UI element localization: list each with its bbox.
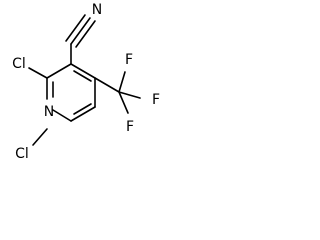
atom-label-cl-top: Cl [12, 56, 26, 72]
bond-c3-c4-inner [73, 70, 92, 82]
bond-nitrile-1 [70, 17, 91, 45]
atom-label-f-bottom: F [126, 119, 134, 135]
atom-label-ring-n: N [44, 104, 54, 120]
atom-label-nitrile-n: N [92, 2, 102, 18]
bond-c3-c4 [70, 63, 96, 79]
bond-cf3-f-top [118, 71, 126, 93]
bond-c2-cl [28, 67, 48, 79]
bond-c4-cf3 [94, 77, 120, 93]
chemical-structure: N Cl N Cl F F F [12, 2, 160, 162]
bond-nitrile-2 [65, 14, 86, 42]
bond-c6-n1 [52, 109, 72, 122]
bond-cf3-f-bottom [118, 91, 129, 114]
bond-c5-c6-inner [73, 103, 92, 115]
bond-c2-c3 [46, 63, 72, 79]
atom-label-cl-bottom: Cl [15, 146, 29, 162]
bond-nitrile-3 [75, 20, 96, 48]
atom-label-f-right: F [152, 92, 160, 108]
atom-label-f-top: F [125, 52, 133, 68]
bond-c6-cl [32, 128, 48, 146]
bond-cf3-f-right [118, 91, 141, 99]
bond-c5-c6 [70, 106, 96, 122]
